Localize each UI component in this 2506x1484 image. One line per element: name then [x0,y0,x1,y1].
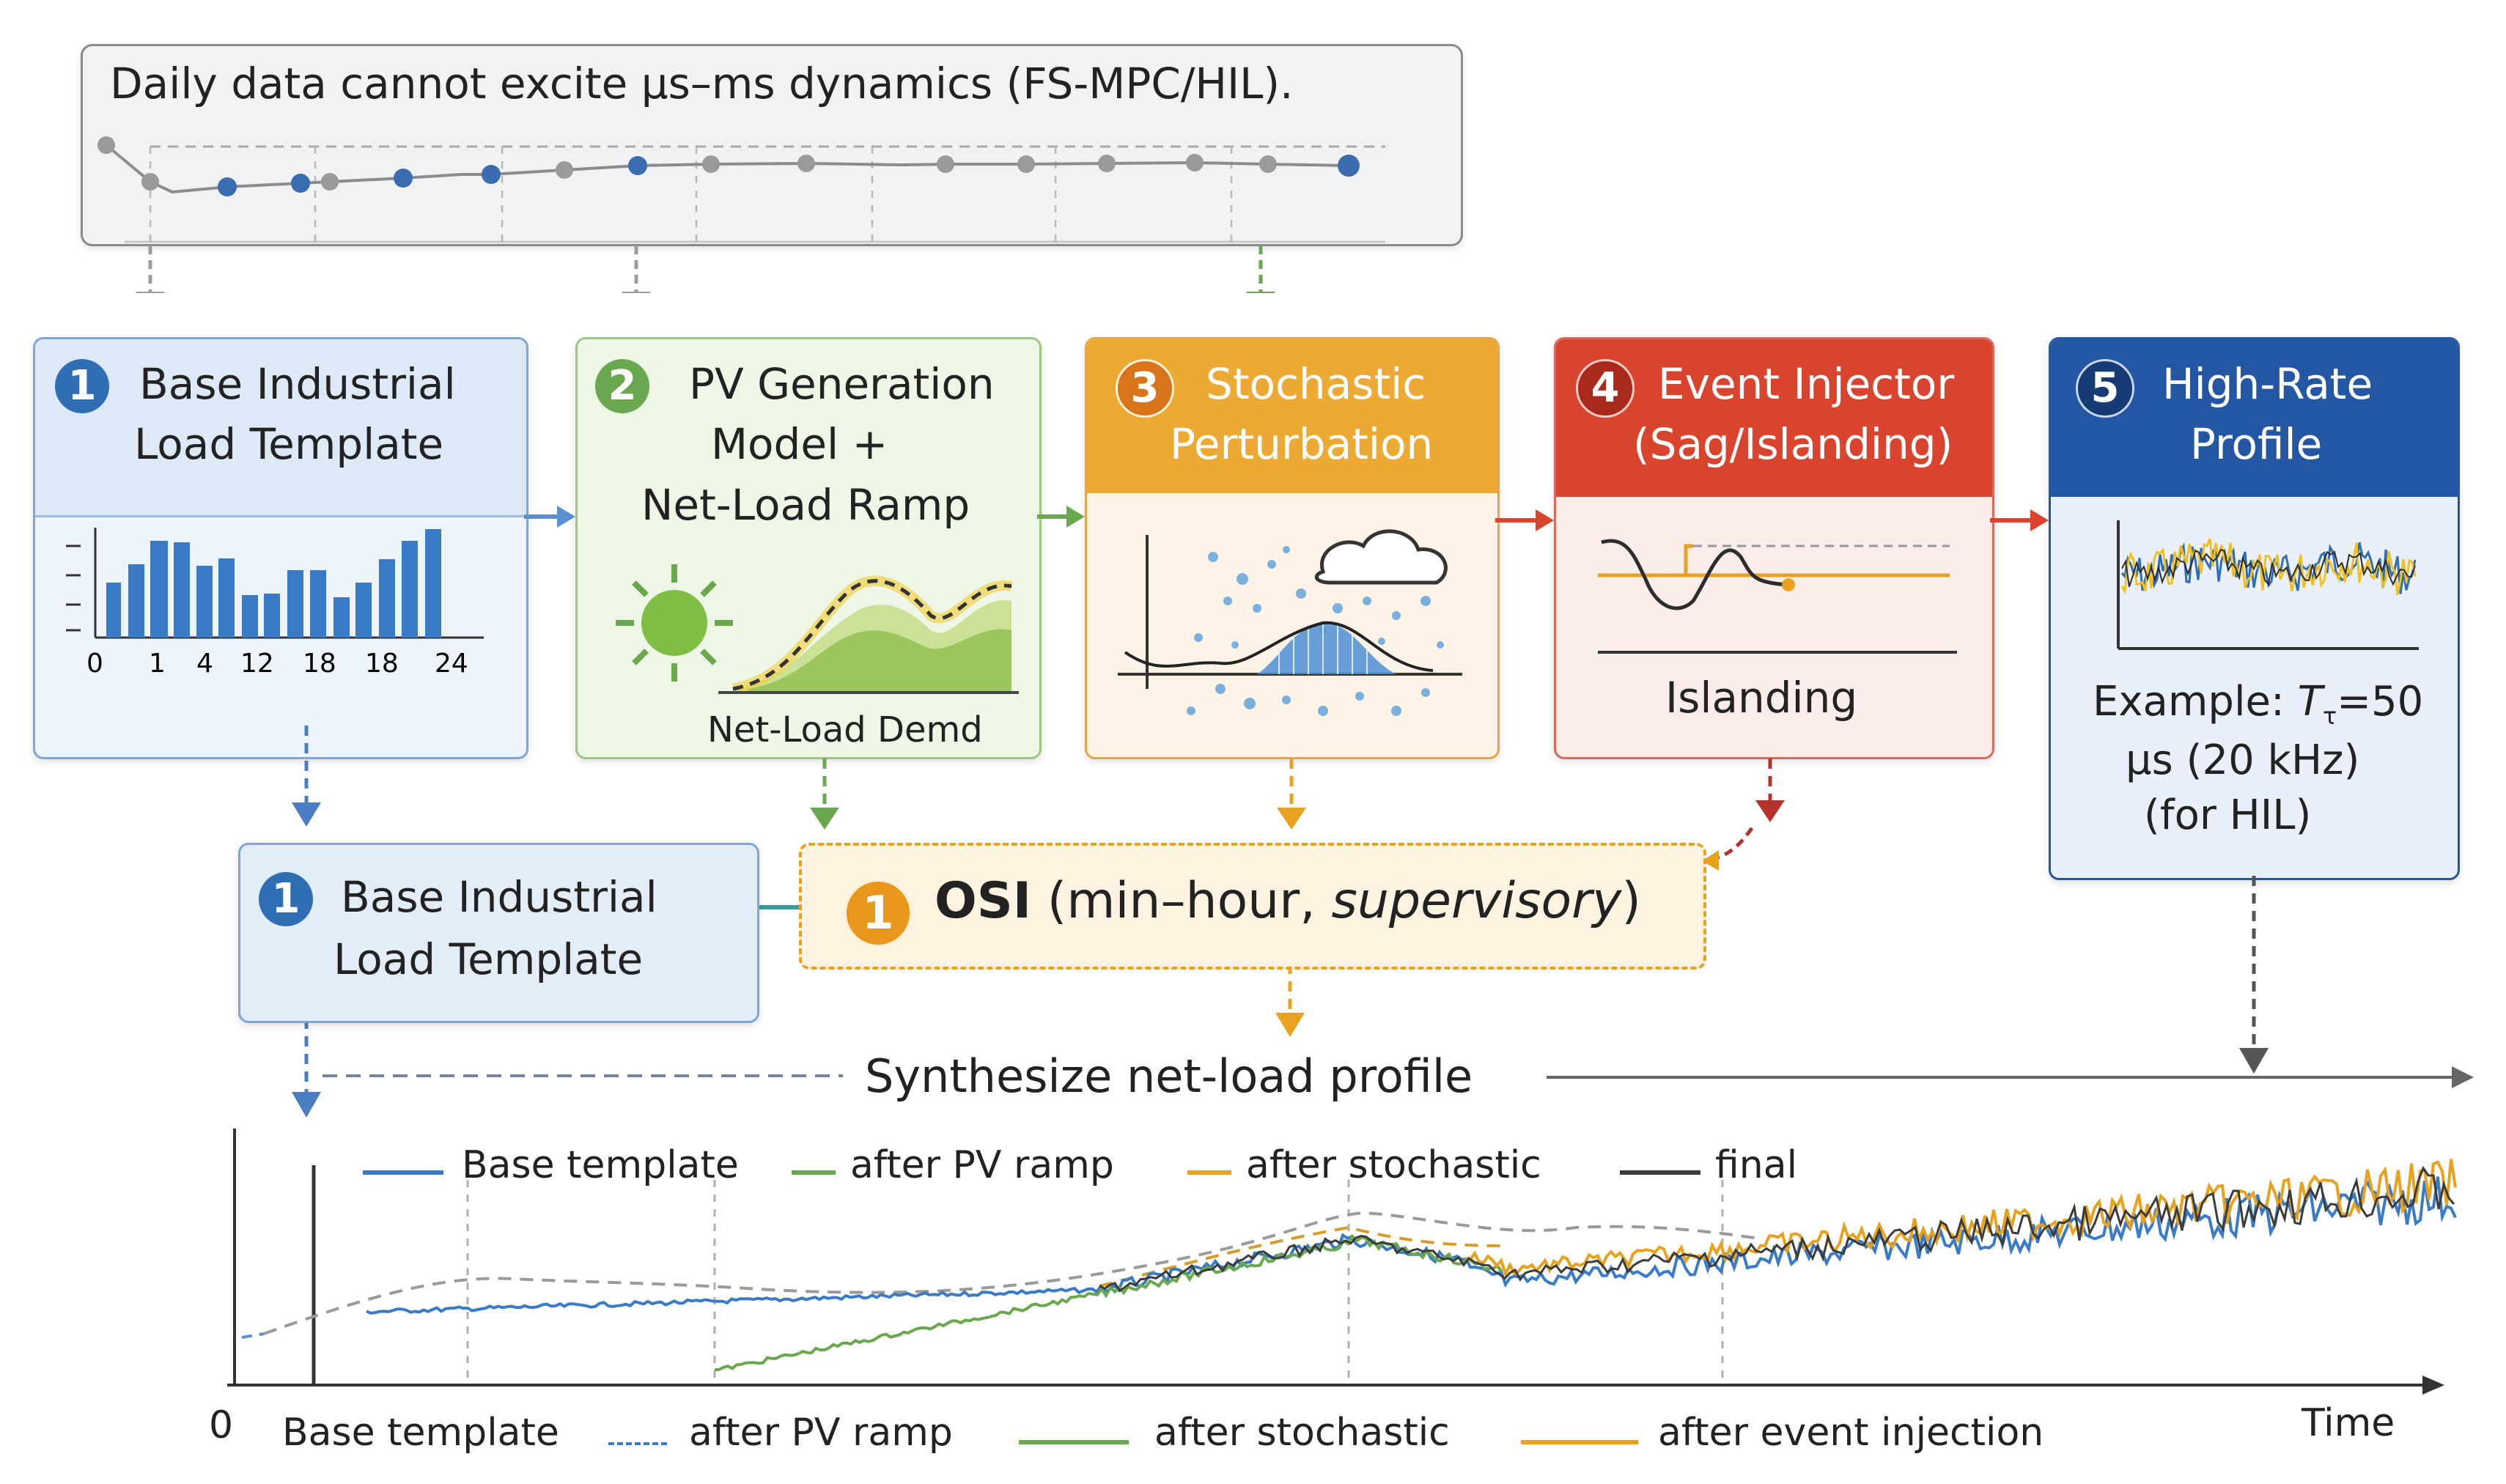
legend-bottom-event-swatch [1521,1440,1638,1444]
legend-top-pv: after PV ramp [850,1143,1114,1187]
stage-4-number-badge: 4 [1576,359,1635,418]
stage-5-high-rate-waveform [2117,520,2419,650]
osi-box [799,843,1706,970]
legend-bottom-base: Base template [282,1411,559,1455]
example-prefix: Example: [2093,678,2298,726]
osi-paren-open: (min–hour, [1031,872,1332,930]
stage-1-number-badge: 1 [55,359,109,413]
top-banner [81,44,1463,246]
stage-5-number-badge: 5 [2076,359,2134,418]
stage-3-card [1085,337,1500,759]
osi-title: OSI [935,872,1032,930]
stage-2-title-line1: PV Generation [689,359,995,409]
stage-2-pv-illustration [616,564,1019,694]
stage-5-example-line3: (for HIL) [2144,791,2312,839]
stage-4-title-line1: Event Injector [1658,359,1955,409]
legend-bottom-pv: after PV ramp [689,1411,953,1455]
stage-5-example-line1: Example: Tτ=50 [2093,678,2423,730]
legend-top-base: Base template [462,1143,739,1187]
stage-1-load-bar-chart [66,528,484,639]
stage-1-title-line1: Base Industrial [139,359,456,409]
stage-1-card [33,337,528,759]
example-value: =50 [2337,678,2424,726]
stage-4-footer: Islanding [1665,673,1858,723]
stage-2-title-line3: Net-Load Ramp [641,480,970,530]
stage-1-title-line2: Load Template [134,419,444,469]
cloud-icon [1314,529,1448,585]
stage-3-number-badge: 3 [1116,359,1174,418]
osi-italic: supervisory [1331,872,1622,930]
tick-label: 18 [303,649,336,679]
tick-label: 4 [196,649,213,679]
osi-number-badge: 1 [844,879,912,947]
x-axis-label: Time [2302,1401,2395,1445]
legend-bottom-event: after event injection [1658,1411,2044,1455]
legend-top-stochastic: after stochastic [1246,1143,1541,1187]
stage-4-event-illustration [1598,539,1957,654]
legend-top-base-swatch [363,1170,443,1175]
x-origin-label: 0 [209,1403,234,1447]
tick-label: 24 [435,649,468,679]
stage-2-title-line2: Model + [711,419,888,469]
stage-3-stochastic-illustration [1118,529,1462,716]
stage-5-title-line2: Profile [2190,419,2323,469]
legend-top-pv-swatch [792,1170,836,1175]
tick-label: 0 [86,649,103,679]
rain-drops-icon [1187,546,1444,716]
stage-1-axis-ticks: 0 1 4 12 18 18 24 [86,649,497,685]
sun-icon [616,564,733,682]
tick-label: 12 [240,649,274,679]
stage-3-title-line2: Perturbation [1170,419,1434,469]
stage-3-title-line1: Stochastic [1206,359,1426,409]
tick-label: 18 [365,649,399,679]
stage-2-number-badge: 2 [595,359,649,413]
tick-label: 1 [149,649,166,679]
synthesize-label: Synthesize net-load profile [865,1049,1473,1103]
osi-label: OSI (min–hour, supervisory) [935,872,1641,930]
top-banner-text: Daily data cannot excite μs–ms dynamics … [110,59,1294,108]
base-template-card [238,843,759,1023]
legend-top-final-swatch [1620,1170,1700,1175]
base-template-number-badge: 1 [259,872,313,926]
legend-bottom-stochastic: after stochastic [1154,1411,1450,1455]
base-template-line1: Base Industrial [341,872,657,922]
legend-bottom-base-swatch [608,1442,667,1445]
stage-4-title-line2: (Sag/Islanding) [1633,419,1953,469]
legend-top-stochastic-swatch [1187,1170,1231,1175]
stage-5-example-line2: μs (20 kHz) [2126,737,2360,784]
daily-data-sparkline [97,136,1385,293]
legend-bottom-pv-swatch [1019,1440,1129,1444]
osi-paren-close: ) [1621,872,1641,930]
legend-top-final: final [1715,1143,1798,1187]
stage-2-footer: Net-Load Demd [707,709,983,750]
base-template-line2: Load Template [333,934,644,984]
example-variable: T [2297,678,2323,726]
example-subscript: τ [2322,702,2337,731]
stage-5-title-line1: High-Rate [2162,359,2373,409]
